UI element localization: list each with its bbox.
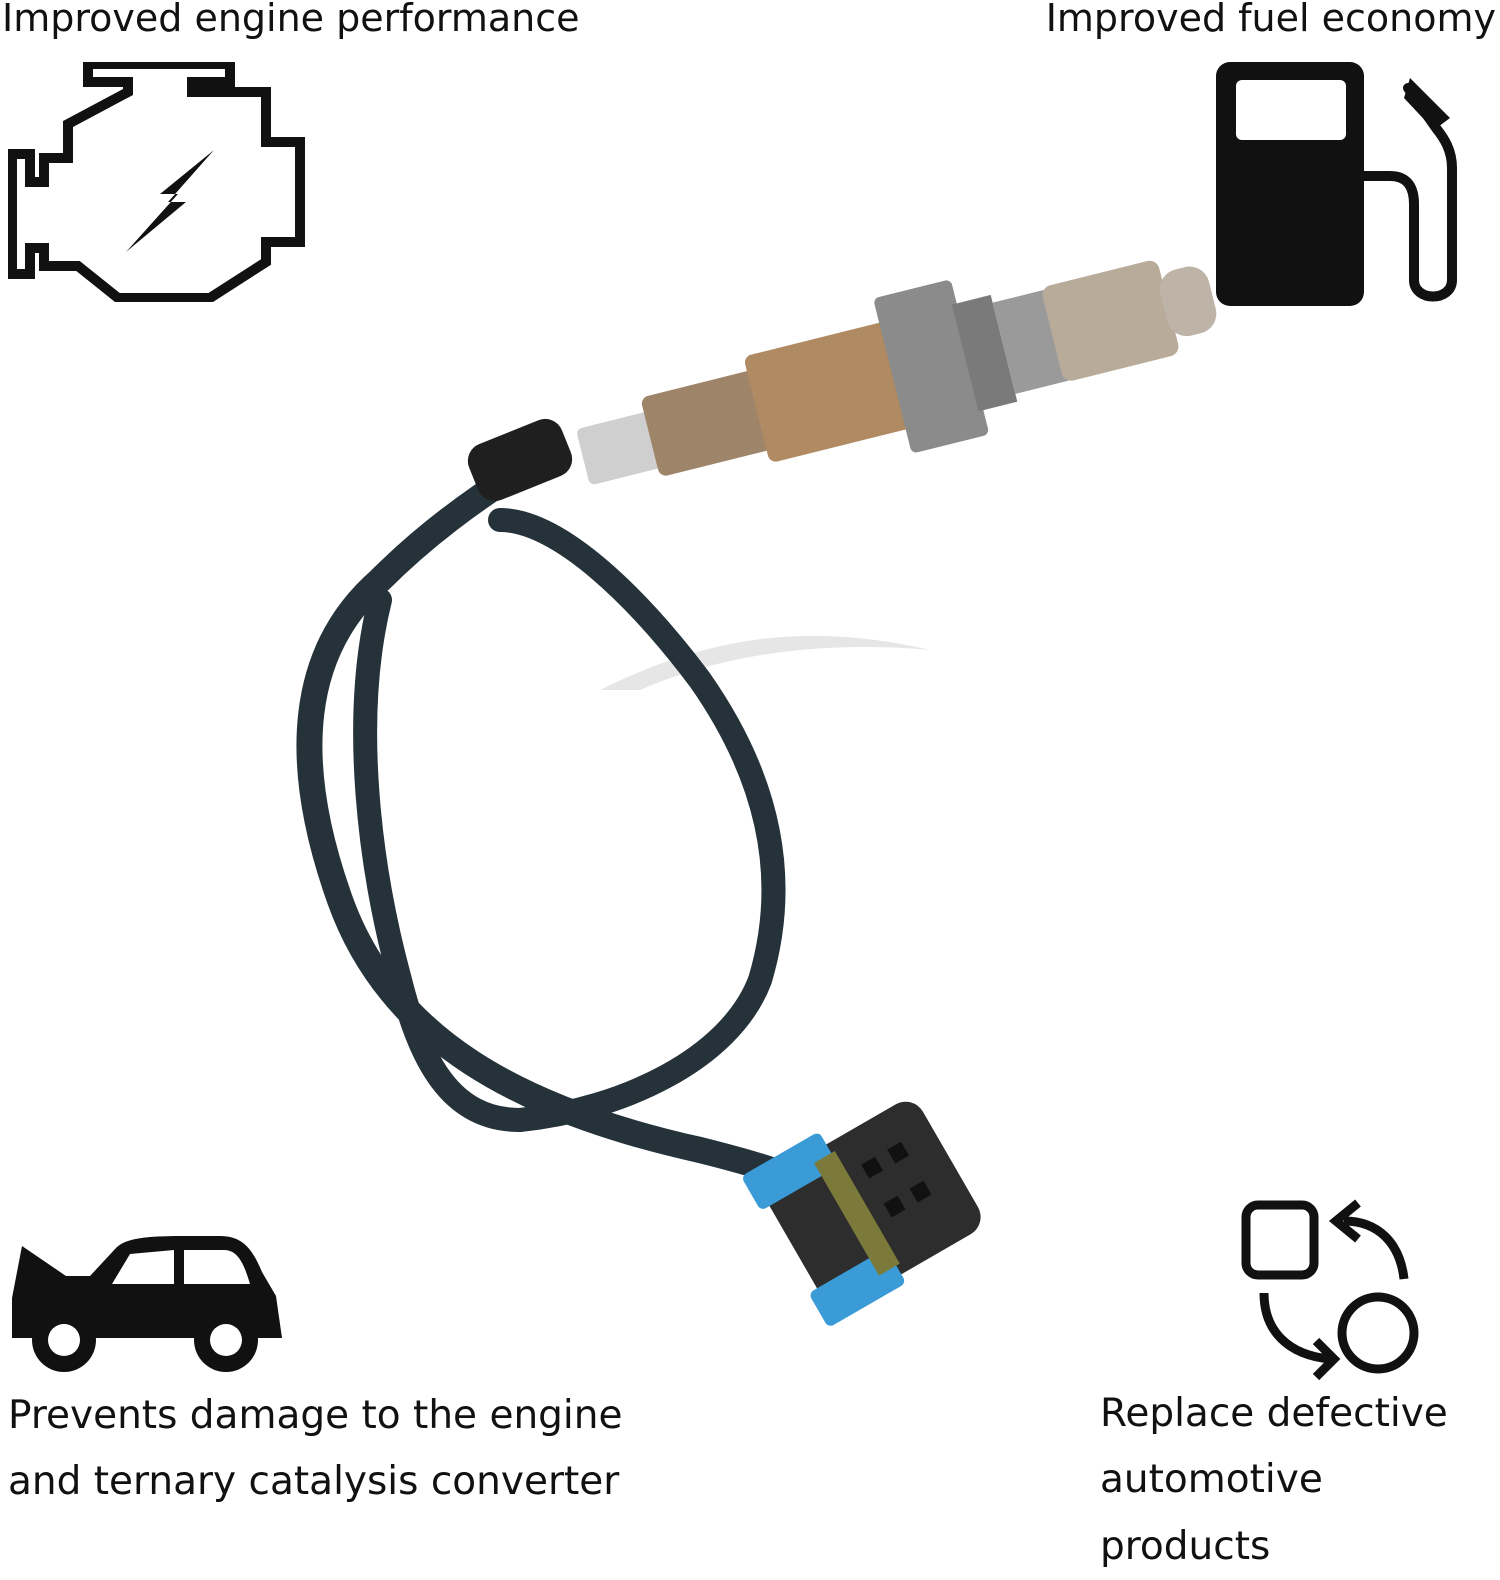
sensor-connector (743, 1101, 981, 1326)
feature-caption-fuel-economy: Improved fuel economy (1045, 0, 1496, 40)
cable-boot (467, 418, 573, 502)
engine-icon (8, 62, 305, 302)
sensor-body (577, 260, 1217, 485)
car-icon (12, 1236, 282, 1372)
feature-caption-prevents-damage: Prevents damage to the engine and ternar… (8, 1393, 623, 1505)
fuel-pump-icon (1216, 62, 1457, 306)
feature-caption-engine-performance: Improved engine performance (2, 0, 580, 40)
watermark-swoosh (600, 635, 930, 690)
feature-caption-replace-defective: Replace defective automotive products (1100, 1391, 1448, 1569)
replace-cycle-icon (1241, 1199, 1419, 1381)
oxygen-sensor-image (296, 260, 1217, 1326)
sensor-cable-2 (353, 508, 786, 1133)
sensor-cable (296, 442, 833, 1203)
